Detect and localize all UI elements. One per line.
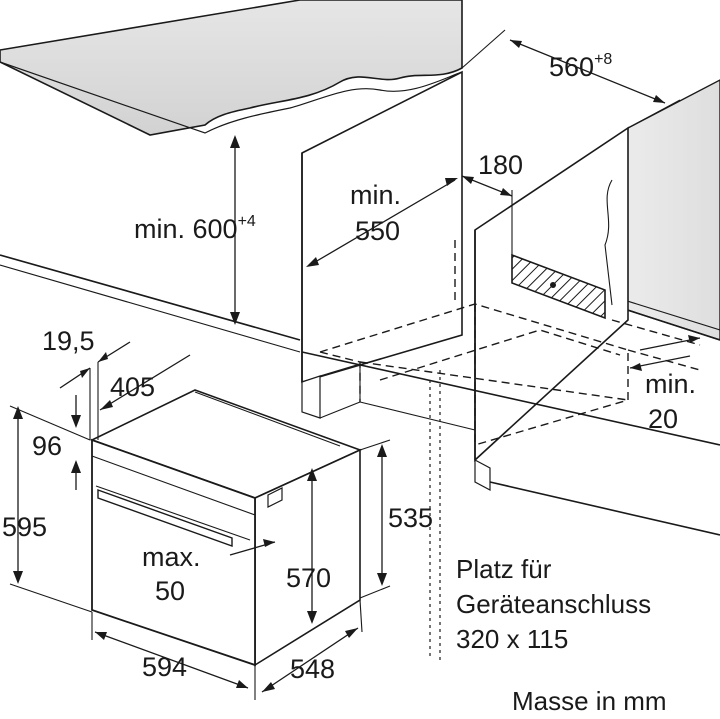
units-note: Masse in mm	[512, 686, 667, 716]
dim-600	[230, 135, 240, 325]
dim-595	[9, 405, 93, 613]
dim-550	[306, 178, 458, 267]
dim-180	[461, 175, 513, 255]
floor-lines	[0, 254, 720, 536]
connection-note-line1: Platz für	[456, 554, 552, 584]
label-535: 535	[388, 503, 433, 533]
connection-note-line2: Geräteanschluss	[456, 589, 651, 619]
dim-max50	[229, 539, 276, 556]
dim-535	[359, 439, 391, 599]
label-570: 570	[286, 563, 331, 593]
dim-405	[99, 354, 191, 411]
dim-19-5	[59, 341, 131, 440]
dim-594	[91, 612, 256, 700]
label-max50-line2: 50	[155, 576, 185, 606]
oven	[89, 389, 363, 667]
label-96: 96	[32, 431, 62, 461]
label-548: 548	[290, 654, 335, 684]
label-405: 405	[110, 372, 155, 402]
dim-96	[71, 395, 81, 490]
label-19-5: 19,5	[42, 326, 95, 356]
label-594: 594	[142, 652, 187, 682]
label-180: 180	[478, 150, 523, 180]
niche-dashed-outline	[319, 240, 701, 660]
dim-570	[307, 468, 317, 624]
label-595: 595	[2, 512, 47, 542]
connection-note-line3: 320 x 115	[456, 624, 568, 654]
worktop	[0, 0, 463, 136]
cabinet-left-panel	[301, 70, 463, 419]
label-min20-line2: 20	[648, 404, 678, 434]
label-600: min. 600+4	[134, 213, 256, 244]
label-min20-line1: min.	[645, 369, 696, 399]
label-550-line2: 550	[355, 216, 400, 246]
dim-560	[461, 29, 681, 129]
label-max50-line1: max.	[142, 542, 201, 572]
dim-548	[261, 599, 363, 693]
label-560: 560+8	[549, 51, 612, 82]
label-550-line1: min.	[350, 180, 401, 210]
connection-box	[0, 0, 1, 1]
dim-min20	[629, 335, 701, 371]
